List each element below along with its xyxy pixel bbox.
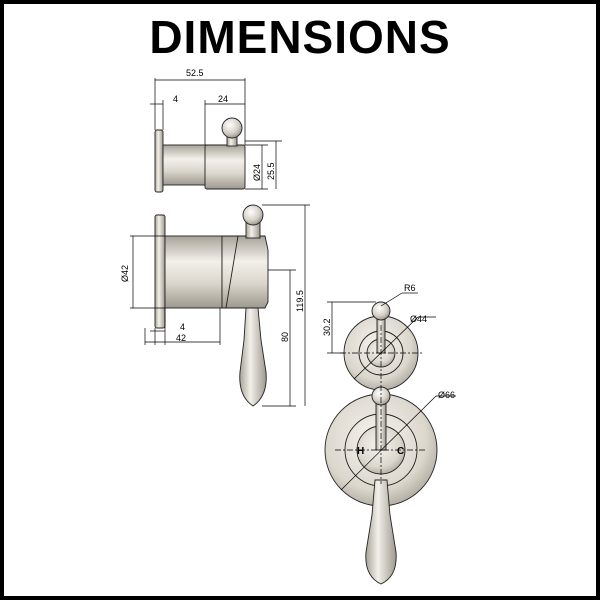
cold-label: C bbox=[397, 446, 404, 457]
main-lever-knob bbox=[242, 204, 264, 226]
dim-front-small-dia: Ø44 bbox=[410, 314, 427, 324]
front-view-dimensions: R6 Ø44 30.2 Ø66 bbox=[322, 283, 456, 491]
dim-body-dia: Ø42 bbox=[120, 265, 130, 282]
dim-front-offset: 30.2 bbox=[322, 318, 332, 336]
front-view: H C bbox=[324, 301, 438, 585]
dim-top-height: 25.5 bbox=[266, 162, 276, 180]
dim-overall-height: 119.5 bbox=[295, 290, 305, 312]
main-flange bbox=[154, 214, 166, 329]
top-knob bbox=[221, 117, 243, 139]
dim-top-dia: Ø24 bbox=[252, 164, 262, 181]
dim-front-large-dia: Ø66 bbox=[438, 390, 455, 400]
dim-top-handle: 24 bbox=[218, 94, 228, 104]
top-body bbox=[162, 144, 209, 186]
main-body bbox=[164, 235, 223, 309]
top-view-dimensions: 52.5 4 24 Ø24 25.5 bbox=[150, 68, 282, 190]
dim-front-radius: R6 bbox=[404, 283, 416, 293]
page-title: DIMENSIONS bbox=[149, 11, 451, 63]
top-handle-body bbox=[204, 144, 246, 190]
dim-lever-length: 80 bbox=[280, 332, 290, 342]
front-small-knob bbox=[371, 301, 391, 321]
dim-body-depth: 42 bbox=[176, 333, 186, 343]
main-side-view bbox=[154, 204, 269, 407]
main-view-dimensions: Ø42 4 42 80 119.5 bbox=[120, 204, 310, 407]
main-lever bbox=[239, 307, 267, 407]
hot-label: H bbox=[357, 446, 364, 457]
dim-body-flange: 4 bbox=[180, 322, 185, 332]
top-flange bbox=[154, 129, 164, 193]
main-bonnet bbox=[221, 235, 269, 309]
front-lever bbox=[365, 479, 397, 585]
top-side-view bbox=[154, 117, 246, 193]
dim-top-flange: 4 bbox=[173, 94, 178, 104]
dim-top-overall: 52.5 bbox=[186, 68, 204, 78]
